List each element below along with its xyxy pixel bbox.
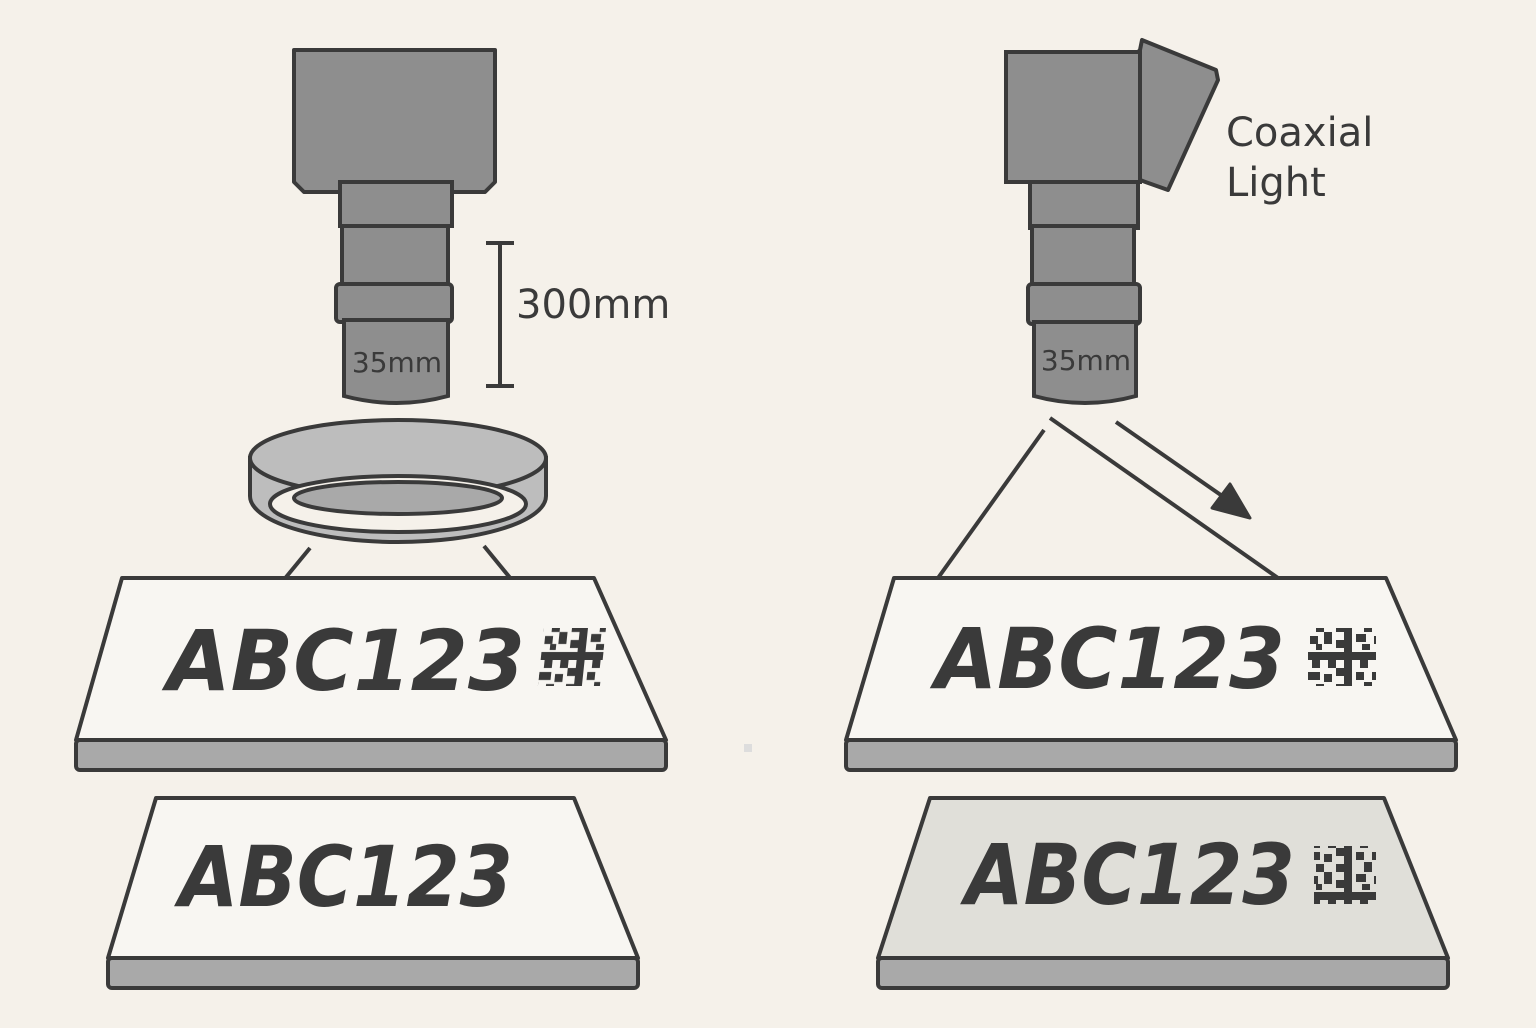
left-plate-top-text: ABC123 [161,612,525,710]
left-plate-bottom: ABC123 [106,796,640,990]
left-plate-top-datamatrix-icon [537,628,606,686]
distance-label: 300mm [516,282,670,328]
right-camera-body [1004,50,1142,184]
left-plate-bottom-edge [106,956,640,990]
left-plate-top-surface [74,576,668,742]
right-lens-ring [1026,282,1142,326]
left-lens-label: 35mm [352,346,442,379]
right-plate-bottom-text: ABC123 [960,826,1295,924]
right-lens-barrel [1030,224,1136,286]
left-lens-ring [334,282,454,324]
right-plate-top-text: ABC123 [929,610,1285,708]
coaxial-light-label-line1: Coaxial [1226,110,1373,156]
left-plate-bottom-surface [106,796,640,960]
ring-light [248,418,548,614]
coaxial-arrow-shaft [1114,420,1230,502]
coaxial-light-label: Coaxial Light [1226,110,1373,206]
right-plate-bottom-datamatrix-icon [1314,846,1376,904]
coaxial-beam-right [1048,416,1280,580]
right-plate-bottom-surface [876,796,1450,960]
coaxial-arrow-head-icon [1210,482,1252,520]
center-dot [744,744,752,752]
left-camera: 35mm [292,48,497,405]
left-lens-front [342,318,450,405]
coaxial-beams [936,416,1280,580]
ring-light-aperture [292,480,504,516]
left-lens-mount [338,180,454,228]
right-plate-top-datamatrix-icon [1308,628,1376,686]
right-lens-label: 35mm [1041,344,1131,377]
left-camera-body [292,48,497,194]
right-setup: 35mm Coaxial Light ABC123 ABC123 [844,38,1458,990]
right-plate-top-surface [844,576,1458,742]
left-lens-barrel [340,224,450,288]
coaxial-beam-left [936,428,1046,580]
right-plate-top-edge [844,738,1458,772]
right-plate-bottom-edge [876,956,1450,990]
left-distance-marker: 300mm [486,241,670,388]
left-setup: 35mm 300mm ABC123 ABC123 [74,48,670,990]
left-plate-bottom-text: ABC123 [174,828,513,926]
right-plate-top: ABC123 [844,576,1458,772]
coaxial-light-housing [1136,38,1220,192]
right-lens-front [1032,320,1138,405]
left-plate-top-edge [74,738,668,772]
right-camera: 35mm [1004,38,1220,405]
coaxial-light-label-line2: Light [1226,160,1326,206]
left-plate-top: ABC123 [74,576,668,772]
right-lens-mount [1028,180,1140,230]
right-plate-bottom: ABC123 [876,796,1450,990]
